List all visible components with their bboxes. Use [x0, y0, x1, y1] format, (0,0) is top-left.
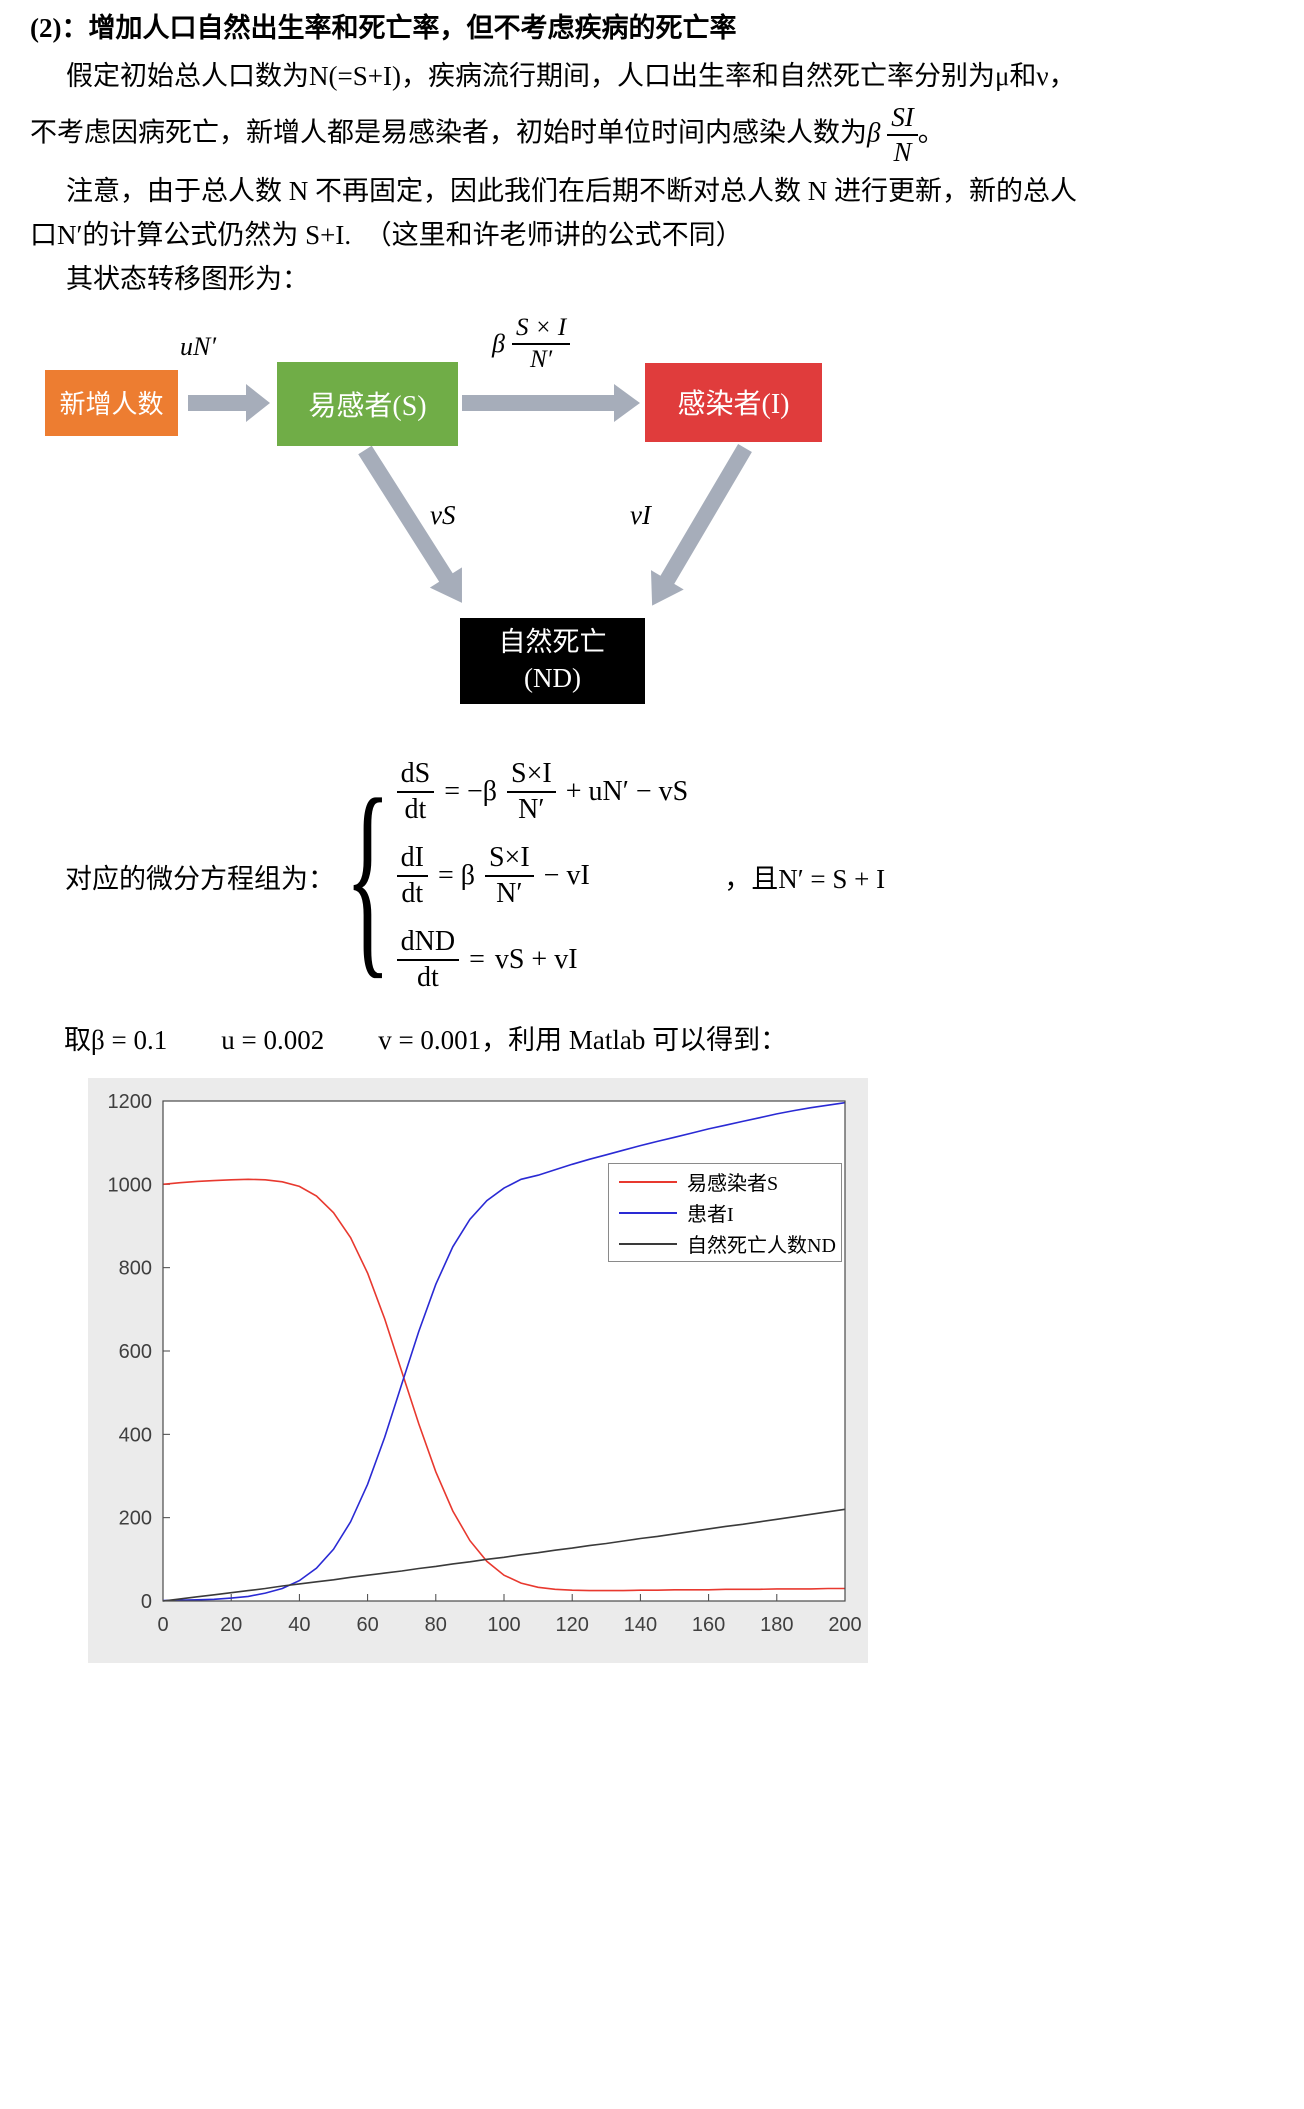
- legend-line-sample: [619, 1242, 677, 1245]
- equation-operator: = β: [437, 860, 475, 892]
- svg-text:400: 400: [119, 1425, 152, 1447]
- paragraph-line-1: 假定初始总人口数为N(=S+I)，疾病流行期间，人口出生率和自然死亡率分别为μ和…: [66, 60, 1076, 91]
- legend-label: 患者I: [687, 1204, 734, 1227]
- fraction-numerator: dI: [396, 842, 428, 878]
- arrow-new-to-s: [188, 383, 270, 422]
- svg-text:1200: 1200: [108, 1091, 153, 1113]
- natural-death-label: 自然死亡: [498, 627, 607, 658]
- box-susceptible: 易感者(S): [277, 361, 458, 446]
- text-run: 不考虑因病死亡，新增人都是易感染者，初始时单位时间内感染人数为: [30, 117, 867, 148]
- fraction-denominator: dt: [401, 878, 424, 910]
- equation-tail: vS + vI: [494, 944, 578, 976]
- arrow-label-uN: uN′: [180, 331, 217, 361]
- equation-tail: + uN′ − vS: [565, 775, 689, 807]
- svg-text:60: 60: [356, 1614, 378, 1636]
- equation-operator: = −β: [444, 775, 498, 807]
- natural-death-abbrev: (ND): [524, 662, 581, 693]
- svg-text:0: 0: [141, 1591, 152, 1613]
- ode-lead-text: 对应的微分方程组为：: [65, 863, 335, 894]
- legend-entry: 自然死亡人数ND: [609, 1228, 841, 1259]
- svg-text:160: 160: [692, 1614, 725, 1636]
- svg-text:80: 80: [425, 1614, 447, 1636]
- box-natural-death: 自然死亡 (ND): [460, 617, 645, 704]
- svg-text:200: 200: [828, 1614, 861, 1636]
- ode-side-note: ，且N′ = S + I: [724, 863, 886, 894]
- svg-text:20: 20: [220, 1614, 242, 1636]
- params-line: 取β = 0.1 u = 0.002 v = 0.001，利用 Matlab 可…: [64, 1024, 788, 1055]
- equation-tail: − vI: [543, 860, 590, 892]
- svg-text:1000: 1000: [108, 1175, 153, 1197]
- svg-text:200: 200: [119, 1508, 152, 1530]
- fraction-denominator: N′: [529, 346, 553, 374]
- fraction-denominator: N′: [496, 878, 523, 910]
- beta-symbol: β: [867, 117, 881, 148]
- legend-line-sample: [619, 1211, 677, 1214]
- legend-label: 自然死亡人数ND: [687, 1235, 836, 1258]
- box-infected: 感染者(I): [645, 362, 822, 442]
- flow-arrows-canvas: [188, 383, 752, 606]
- equation-operator: =: [469, 944, 485, 976]
- section-heading: (2)：增加人口自然出生率和死亡率，但不考虑疾病的死亡率: [30, 13, 737, 43]
- arrow-s-to-nd: [358, 445, 462, 603]
- svg-text:120: 120: [556, 1614, 589, 1636]
- paragraph-line-3: 注意，由于总人数 N 不再固定，因此我们在后期不断对总人数 N 进行更新，新的总…: [66, 176, 1077, 207]
- arrow-label-vI: νI: [630, 499, 651, 530]
- beta-symbol: β: [492, 329, 505, 359]
- legend-line-sample: [619, 1180, 677, 1183]
- legend-entry: 患者I: [609, 1197, 841, 1228]
- fraction-numerator: S×I: [484, 842, 534, 878]
- arrow-s-to-i: [462, 383, 640, 422]
- fraction-numerator: S × I: [511, 314, 571, 346]
- fraction-numerator: dND: [396, 926, 460, 962]
- paragraph-line-5: 其状态转移图形为：: [66, 263, 309, 294]
- fraction-denominator: N: [893, 137, 912, 168]
- arrow-label-vS: νS: [430, 499, 456, 530]
- fraction-numerator: SI: [887, 102, 918, 137]
- fraction-denominator: dt: [404, 793, 427, 825]
- arrow-i-to-nd: [650, 443, 752, 606]
- system-brace: {: [345, 753, 391, 997]
- legend-label: 易感染者S: [687, 1173, 779, 1196]
- paragraph-line-4: 口N′的计算公式仍然为 S+I. （这里和许老师讲的公式不同）: [30, 220, 743, 251]
- svg-text:40: 40: [288, 1614, 310, 1636]
- box-new-population: 新增人数: [45, 369, 178, 436]
- text-run: 。: [917, 117, 945, 148]
- fraction-denominator: N′: [518, 793, 545, 825]
- svg-text:100: 100: [487, 1614, 520, 1636]
- legend-entry: 易感染者S: [609, 1166, 841, 1197]
- fraction-denominator: dt: [416, 962, 439, 994]
- svg-text:140: 140: [624, 1614, 657, 1636]
- svg-text:180: 180: [760, 1614, 793, 1636]
- fraction-numerator: S×I: [507, 758, 556, 793]
- svg-text:600: 600: [119, 1341, 152, 1363]
- matlab-figure: 0 20 40 60 80 100 120 140 160 180 200 0 200 400 600 800…: [88, 1078, 868, 1664]
- svg-text:800: 800: [119, 1258, 152, 1280]
- chart-legend: 易感染者S 患者I 自然死亡人数ND: [608, 1163, 842, 1263]
- fraction-numerator: dS: [396, 758, 435, 793]
- svg-text:0: 0: [157, 1614, 168, 1636]
